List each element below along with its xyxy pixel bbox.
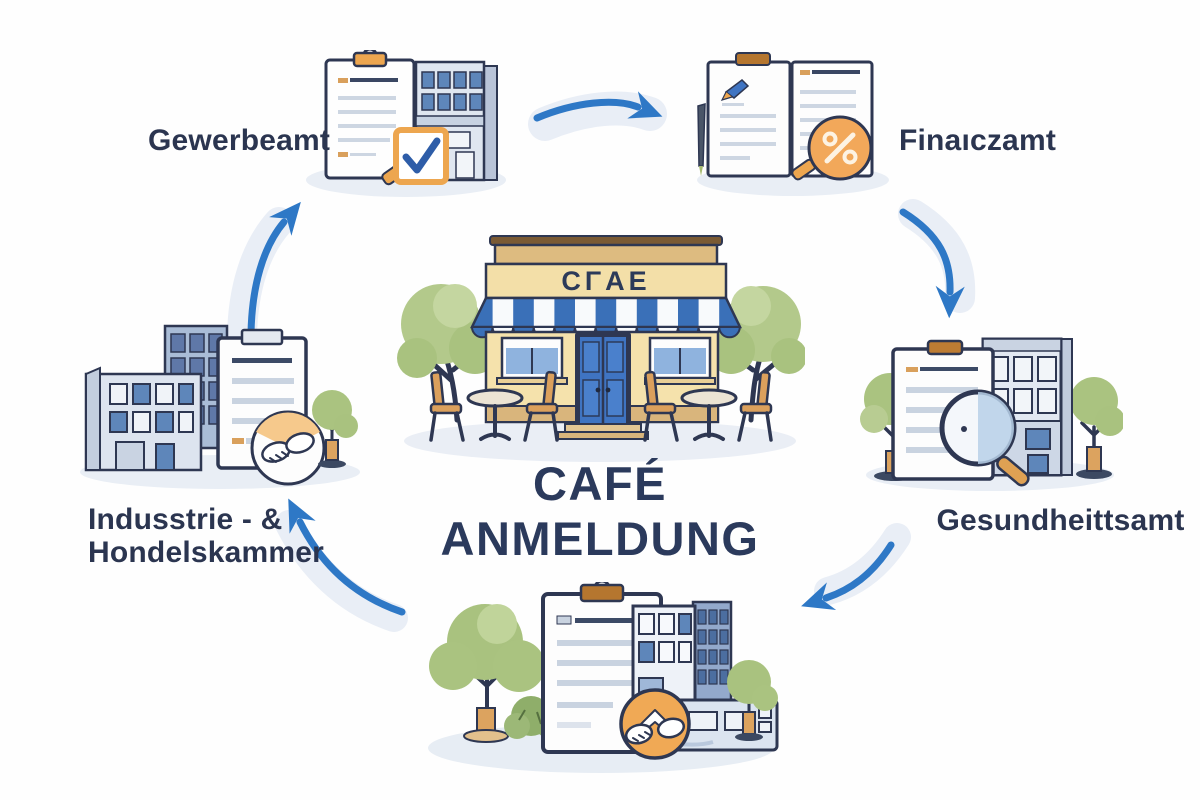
- cafe-storefront: CΓAE: [429, 235, 773, 442]
- tree-icon: [727, 660, 778, 741]
- label-handelskammer-line1: Indusstrie - &: [88, 503, 283, 536]
- handshake-coin-icon: [619, 688, 691, 760]
- cafe-table-chairs: [643, 370, 773, 442]
- tree-icon: [312, 390, 358, 468]
- page-title: CAFÉ ANMELDUNG: [350, 456, 850, 566]
- title-line-1: CAFÉ: [533, 457, 667, 510]
- label-gesundheitsamt: Gesundheittsamt: [936, 504, 1185, 537]
- gesundheitsamt-illustration: [860, 337, 1123, 491]
- pencil-icon: [697, 102, 706, 176]
- cafe-table-chairs: [429, 370, 559, 442]
- label-handelskammer-line2: Hondelskammer: [88, 536, 325, 569]
- tree-icon: [397, 284, 501, 423]
- arrow-handelskammer-to-gewerbeamt: [247, 201, 301, 337]
- arrow-registration-to-handelskammer: [288, 498, 406, 616]
- label-gewerbeamt: Gewerbeamt: [148, 124, 331, 157]
- gewerbeamt-illustration: [306, 50, 506, 197]
- cafe-illustration: CΓAE: [397, 235, 805, 462]
- magnifier-icon: [939, 389, 1030, 487]
- tax-coin-icon: [791, 115, 873, 181]
- building-icon: [84, 366, 203, 472]
- door-icon: [557, 332, 649, 440]
- label-finanzamt: Finaıczamt: [898, 124, 1057, 157]
- registration-illustration: [428, 582, 779, 773]
- handshake-coin-icon: [250, 410, 326, 486]
- stamp-check-icon: [381, 127, 449, 186]
- cafe-sign-text: CΓAE: [561, 266, 650, 296]
- ground-shadow: [404, 420, 796, 462]
- window-icon: [644, 336, 716, 385]
- arrow-gesundheitsamt-to-registration: [801, 541, 895, 610]
- finanzamt-illustration: [697, 52, 889, 196]
- window-icon: [496, 336, 568, 385]
- cafe-sign-board: [484, 262, 728, 300]
- handelskammer-illustration: [80, 324, 360, 489]
- arrow-finanzamt-to-gesundheitsamt: [899, 208, 965, 319]
- tree-icon: [1070, 377, 1123, 479]
- title-line-2: ANMELDUNG: [440, 512, 760, 565]
- tree-icon: [429, 604, 545, 743]
- arrow-gewerbeamt-to-finanzamt: [533, 91, 663, 122]
- clipboard-icon: [324, 50, 416, 180]
- pen-icon: [720, 79, 750, 106]
- label-handelskammer: Indusstrie - & Hondelskammer: [88, 503, 324, 569]
